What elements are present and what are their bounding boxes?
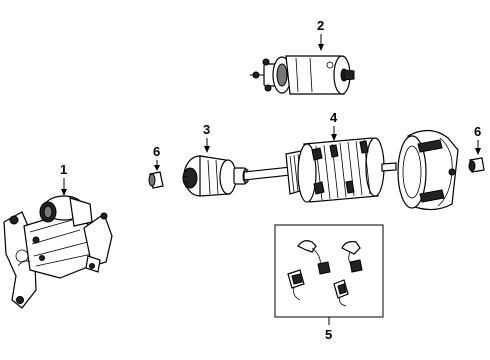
callout-number-5: 5 — [325, 327, 332, 342]
callout-number-3: 3 — [203, 122, 210, 137]
callout-number-6-right: 6 — [474, 124, 481, 139]
brush-top-left — [297, 240, 331, 275]
solenoid — [250, 55, 355, 95]
leader-arrow-6-left — [154, 165, 160, 171]
leader-arrow-1 — [61, 189, 67, 196]
callout-number-4: 4 — [330, 110, 338, 125]
brush-top-right — [341, 241, 363, 273]
callout-6-right: 6 — [474, 124, 481, 155]
drive-pinion — [182, 155, 250, 197]
leader-arrow-4 — [331, 134, 337, 141]
brush-bottom-right — [333, 279, 349, 307]
callout-1: 1 — [60, 162, 67, 196]
callout-4: 4 — [330, 110, 338, 141]
armature — [243, 137, 397, 203]
callout-number-1: 1 — [60, 162, 67, 177]
leader-arrow-6-right — [475, 148, 481, 155]
callout-5: 5 — [325, 317, 332, 342]
starter-motor-assembly — [3, 195, 113, 309]
bushing-right — [468, 157, 485, 173]
brush-bottom-left — [287, 269, 305, 301]
brush-set — [274, 224, 384, 318]
leader-arrow-3 — [204, 146, 210, 153]
callout-6-left: 6 — [153, 144, 160, 171]
end-housing — [397, 129, 459, 211]
callout-3: 3 — [203, 122, 210, 153]
bushing-left — [148, 171, 164, 189]
leader-arrow-2 — [318, 44, 324, 51]
callout-number-2: 2 — [317, 18, 324, 33]
callout-2: 2 — [317, 18, 324, 51]
callout-number-6-left: 6 — [153, 144, 160, 159]
